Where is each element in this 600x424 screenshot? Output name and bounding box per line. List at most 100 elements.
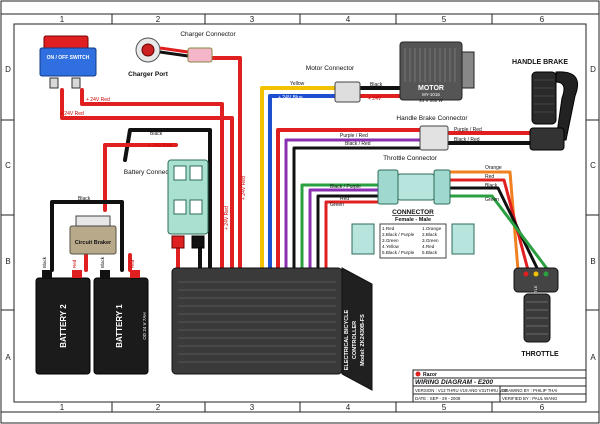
motor-rating: 24 V 200 W <box>419 98 443 103</box>
battery-2-neg-terminal <box>42 270 52 278</box>
circuit-breaker: Circuit Braker <box>69 215 117 255</box>
row-label-left: A <box>5 353 11 362</box>
wire-label: + 24V Blue <box>278 95 303 101</box>
circuit-breaker-cap <box>75 215 111 227</box>
circuit-breaker-label: Circuit Braker <box>75 240 112 246</box>
charger-port-center <box>141 43 155 57</box>
connector-table-title: CONNECTOR <box>392 209 434 216</box>
throttle-label: THROTTLE <box>521 351 559 358</box>
controller: ELECTRICAL BICYCLE CONTROLLER Model: ZK2… <box>171 267 373 391</box>
handle-brake-connector-label: Handle Brake Connector <box>396 115 468 122</box>
wire-charger-red <box>210 56 242 270</box>
drawn-by: DRAWING BY : PHILIP THAI <box>502 388 557 393</box>
motor-title: MOTOR <box>418 85 444 92</box>
switch-terminal <box>49 77 59 89</box>
row-label-left: B <box>5 257 10 266</box>
motor: MOTOR MY-1016 24 V 200 W <box>399 41 475 103</box>
wire-label: + 24V <box>368 96 382 102</box>
handle-brake-connector <box>419 125 449 151</box>
connector-male-icon <box>451 223 475 255</box>
on-off-switch[interactable]: ON / OFF SWITCH <box>39 35 97 89</box>
battery-1: BATTERY 1 OD 24 V 7AH <box>93 270 149 375</box>
col-label-top: 2 <box>156 15 161 24</box>
wire-batt-red-long <box>103 143 178 212</box>
motor-endcap <box>461 51 475 89</box>
controller-label-group: ELECTRICAL BICYCLE CONTROLLER Model: ZK2… <box>344 309 366 370</box>
wire-motor-blue <box>268 94 337 270</box>
terminal-label: Black <box>42 256 47 268</box>
controller-label-line: CONTROLLER <box>352 321 358 359</box>
connector-female-item: 3.Green <box>382 238 399 243</box>
terminal-label: Red <box>130 259 135 268</box>
controller-fins <box>178 281 336 363</box>
controller-housing <box>171 267 343 375</box>
battery-2-label: BATTERY 2 <box>59 304 68 348</box>
col-label-top: 3 <box>250 15 255 24</box>
motor-model: MY-1016 <box>422 92 440 97</box>
grid-labels: 1 2 3 4 5 6 1 2 3 4 5 6 D C B A D C B A <box>5 15 596 412</box>
connector-table: CONNECTOR Female - Male 1.Red 2.Black / … <box>351 209 475 259</box>
charger-port-label: Charger Port <box>128 71 169 78</box>
wire-brake-black <box>292 146 422 270</box>
connector-female-item: 1.Red <box>382 226 395 231</box>
terminal-label: Red <box>72 259 77 268</box>
verified-by: VERIFIED BY : PAUL WANG <box>502 396 558 401</box>
battery-spec-label: OD 24 V 7AH <box>142 312 147 339</box>
brake-grip <box>531 71 557 125</box>
wire-label: Green <box>330 202 344 208</box>
wire-label: Purple / Red <box>340 133 368 139</box>
col-label-top: 6 <box>540 15 545 24</box>
wire-throttle-green-2 <box>448 194 550 272</box>
battery-connector: Battery Connector <box>124 159 209 249</box>
brand-logo-icon <box>415 371 421 377</box>
col-label-bottom: 6 <box>540 403 545 412</box>
charger-port: Charger Port <box>128 37 189 78</box>
throttle-led-red <box>523 271 529 277</box>
wire-label: Yellow <box>290 81 305 87</box>
battery-terminal-labels: Black Red Black Red <box>42 256 135 268</box>
motor-fins <box>404 48 456 82</box>
wire-brake-purple <box>284 138 422 270</box>
throttle-grip-ribs <box>526 301 548 335</box>
motor-connector-label: Motor Connector <box>306 65 355 72</box>
wire-label: + 24V Red <box>241 176 247 200</box>
throttle-connector: Throttle Connector <box>377 155 451 205</box>
wire-label: Red <box>485 174 494 180</box>
wire-label: Purple / Red <box>454 127 482 133</box>
diagram-date: DATE : SEP - 29 - 2008 <box>415 396 461 401</box>
col-label-top: 4 <box>346 15 351 24</box>
wires <box>50 56 550 272</box>
wire-label: Black / Purple <box>330 184 361 190</box>
col-label-bottom: 1 <box>60 403 65 412</box>
battery-2-pos-terminal <box>72 270 82 278</box>
col-label-bottom: 4 <box>346 403 351 412</box>
throttle-connector-male <box>433 169 451 205</box>
wire-label: Black / Red <box>345 141 371 147</box>
wire-label: + 24V Red <box>60 111 84 117</box>
diagram-title: WIRING DIAGRAM - E200 <box>415 379 493 386</box>
wire-label: + 24V Red <box>224 206 230 230</box>
connector-male-item: 1.Orange <box>422 226 442 231</box>
charger-connector: Charger Connector <box>180 31 236 63</box>
wire-battery-black-link <box>50 200 124 272</box>
battery-2: BATTERY 2 <box>35 270 91 375</box>
battery-connector-red-terminal <box>171 235 185 249</box>
wire-throttle-purple <box>308 188 380 270</box>
battery-connector-label: Battery Connector <box>124 169 177 176</box>
col-label-top: 1 <box>60 15 65 24</box>
wire-red-24v-inner <box>80 88 224 270</box>
throttle-connector-mid <box>397 173 435 201</box>
handle-brake-label: HANDLE BRAKE <box>512 59 568 66</box>
connector-male-item: 5.Black <box>422 250 438 255</box>
battery-connector-pin <box>189 199 203 215</box>
connector-table-box <box>379 223 447 259</box>
controller-label-line: ELECTRICAL BICYCLE <box>344 309 350 370</box>
switch-terminal <box>71 77 81 89</box>
wire-brake-red <box>276 128 422 270</box>
title-block: Razor WIRING DIAGRAM - E200 VERSION : V1… <box>412 369 587 403</box>
throttle-connector-label: Throttle Connector <box>383 155 438 162</box>
switch-body <box>39 47 97 77</box>
terminal-label: Black <box>100 256 105 268</box>
